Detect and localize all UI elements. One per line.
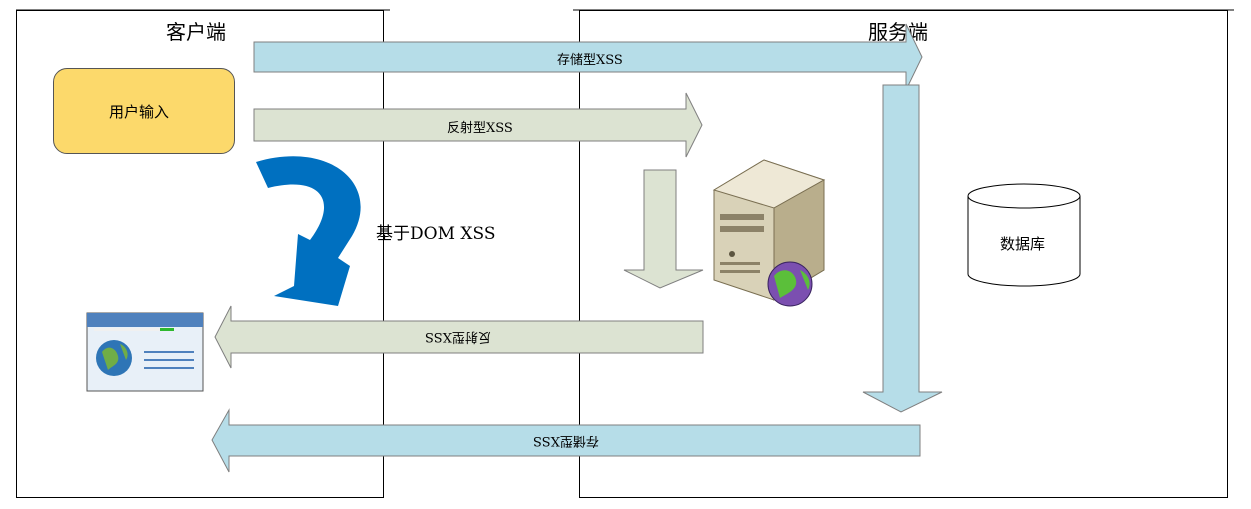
stored-xss-request-label: 存储型XSS: [557, 53, 623, 68]
dom-xss-curved-arrow: [256, 156, 361, 306]
server-header: 服务端: [868, 20, 928, 44]
stored-xss-response-arrow: [211, 408, 921, 473]
user-input-box: [53, 68, 235, 154]
user-input-label: 用户输入: [109, 103, 170, 121]
web-server-icon: [712, 159, 826, 307]
stored-xss-response-label: 存储型XSS: [533, 433, 599, 448]
browser-window-icon: [86, 312, 204, 392]
reflected-down-arrow: [623, 169, 704, 289]
top-lines: [16, 9, 1234, 11]
reflected-xss-response-label: 反射型XSS: [425, 329, 491, 344]
stored-xss-request-arrow: [253, 23, 923, 91]
client-header: 客户端: [166, 20, 226, 44]
dom-xss-label: 基于DOM XSS: [376, 224, 496, 244]
reflected-xss-response-arrow: [214, 305, 704, 369]
reflected-xss-request-label: 反射型XSS: [447, 121, 513, 136]
database-label: 数据库: [1000, 235, 1046, 253]
stored-down-arrow: [862, 84, 943, 413]
reflected-xss-request-arrow: [253, 92, 703, 158]
database-cylinder: [967, 183, 1081, 287]
